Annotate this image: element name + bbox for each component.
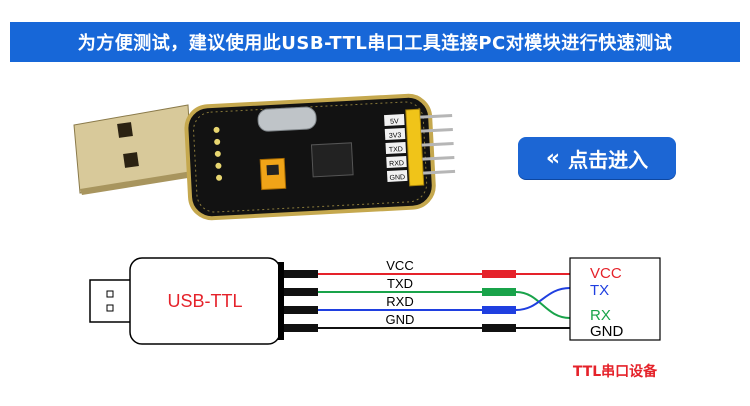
wire-label-vcc: VCC — [386, 258, 413, 273]
double-chevron-left-icon: « — [545, 145, 561, 171]
pin-labels: 5V 3V3 TXD RXD GND — [384, 114, 408, 182]
wire-gnd — [284, 324, 570, 332]
enter-button[interactable]: « 点击进入 — [518, 137, 676, 179]
header-banner: 为方便测试，建议使用此USB-TTL串口工具连接PC对模块进行快速测试 — [10, 22, 740, 62]
pcb-board — [184, 93, 436, 221]
usb-connector-outline — [89, 279, 133, 323]
ttl-device-box — [569, 257, 661, 341]
banner-text: 为方便测试，建议使用此USB-TTL串口工具连接PC对模块进行快速测试 — [77, 33, 673, 54]
device-pin-vcc: VCC — [590, 265, 622, 282]
ttl-device-caption: TTL串口设备 — [572, 364, 658, 380]
pin-label: 5V — [390, 118, 399, 125]
wire-label-gnd: GND — [386, 312, 415, 327]
pin-label: TXD — [389, 146, 403, 154]
enter-button-label: 点击进入 — [568, 147, 649, 172]
device-pin-tx: TX — [590, 282, 609, 299]
pin-label: 3V3 — [389, 132, 402, 140]
pin-label: RXD — [389, 160, 404, 168]
usb-ttl-board-photo: 5V 3V3 TXD RXD GND — [73, 93, 456, 221]
wire-label-txd: TXD — [387, 276, 413, 291]
device-pin-gnd: GND — [590, 323, 624, 340]
adapter-label: USB-TTL — [167, 291, 242, 311]
wire-txd — [284, 288, 571, 319]
pin-label: GND — [389, 174, 405, 182]
wire-vcc — [284, 270, 570, 278]
wire-rxd — [284, 287, 571, 314]
device-pin-rx: RX — [590, 307, 611, 324]
wire-label-rxd: RXD — [386, 294, 413, 309]
